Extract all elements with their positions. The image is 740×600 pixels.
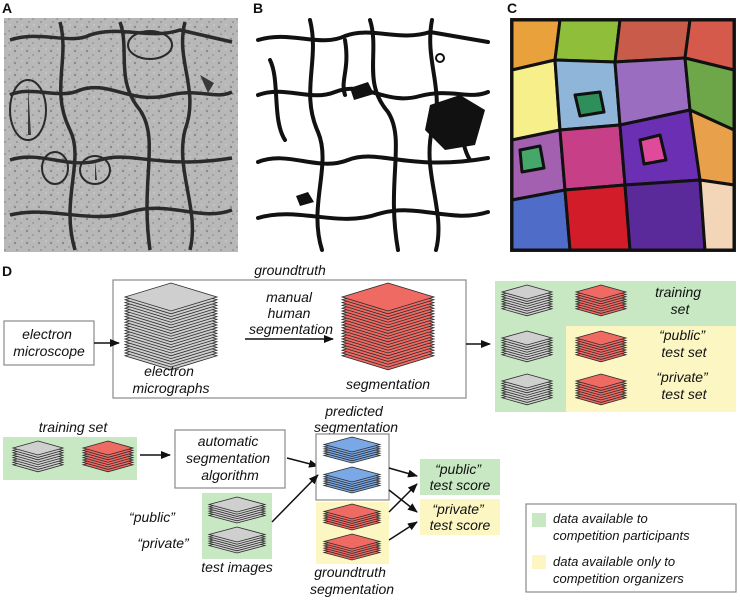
training-set-images-stack [11,440,65,473]
stack-layer [81,440,135,456]
arrow-pred-private-to-private-score [388,489,418,513]
legend [525,503,737,593]
arrow-gt-public-to-public-score [388,483,418,513]
stack-layer [207,526,267,543]
stack-layer [322,533,382,550]
panel-letter-b: B [253,0,263,16]
stack-layer [322,503,382,520]
stack-layer [500,284,554,300]
groundtruth-private-stack [322,533,382,561]
training-set-title: training set [39,419,109,435]
training-set-labels-stack [81,440,135,473]
stack-layer [500,373,554,389]
manual-segmentation-label: manual human segmentation [249,289,333,337]
stack-layer [340,282,436,312]
stack-layer [207,496,267,513]
panel-letter-d: D [2,263,12,279]
stack-layer [322,466,382,483]
electron-microscope-box [3,320,95,366]
public-test-set-label: “public” test set [659,327,709,360]
predicted-private-stack [322,466,382,494]
arrow-test-images-to-algorithm [271,474,319,523]
private-test-images-stack [500,373,554,406]
groundtruth-public-stack [322,503,382,531]
arrow-pred-public-to-public-score [388,467,418,478]
legend-participants-text: data available to competition participan… [553,511,690,543]
colored-segmentation [510,18,736,252]
algorithm-label: automatic segmentation algorithm [186,433,274,483]
stack-layer [123,282,219,312]
stack-layer [11,440,65,456]
segmentation-label: segmentation [346,376,430,392]
electron-micrographs-label: electron micrographs [132,363,209,396]
test-images-label: test images [201,559,273,575]
groundtruth-title: groundtruth [254,262,326,278]
stack-layer [574,284,628,300]
public-label: “public” [129,509,176,525]
public-score-label: “public” test score [430,461,491,493]
stack-layer [574,330,628,346]
stack-layer [322,436,382,453]
private-score-bg [420,499,500,535]
public-test-images-stack-bottom [207,496,267,524]
public-test-images-stack [500,330,554,363]
em-image [4,18,238,252]
private-score-label: “private” test score [430,501,491,533]
private-label: “private” [137,535,190,551]
stack-layer [574,373,628,389]
predicted-segmentation-label: predicted segmentation [314,403,398,435]
training-labels-stack [574,284,628,317]
arrow-gt-private-to-private-score [388,521,418,541]
public-test-labels-stack [574,330,628,363]
private-test-images-stack-bottom [207,526,267,554]
electron-microscope-label: electron microscope [13,326,85,359]
private-test-labels-stack [574,373,628,406]
arrow-algorithm-to-predicted [286,457,319,468]
panel-letter-c: C [507,0,517,16]
boundary-map [256,18,490,252]
micrographs-stack [123,282,219,371]
segmentation-stack [340,282,436,371]
training-set-label: training set [655,284,705,317]
training-images-stack [500,284,554,317]
legend-organizers-text: data available only to competition organ… [553,554,684,586]
legend-swatch-participants [532,513,546,527]
private-test-set-label: “private” test set [656,369,711,402]
public-score-bg [420,459,500,495]
predicted-public-stack [322,436,382,464]
legend-swatch-organizers [532,555,546,569]
stack-layer [500,330,554,346]
panel-letter-a: A [2,0,12,16]
groundtruth-segmentation-label: groundtruth segmentation [310,564,394,597]
algorithm-box [174,429,286,489]
